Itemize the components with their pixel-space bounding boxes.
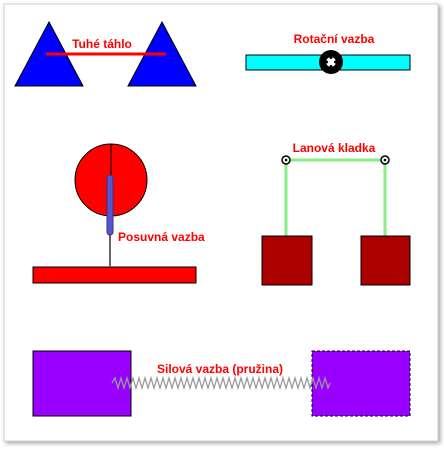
wheel-icon[interactable] — [319, 50, 343, 74]
pulley-left-icon[interactable] — [281, 155, 291, 165]
sliding-joint-label: Posuvná vazba — [118, 230, 205, 244]
sliding-joint-group[interactable] — [32, 143, 197, 284]
right-block[interactable] — [311, 350, 411, 417]
rope[interactable] — [284, 158, 387, 236]
rope-pulley-label: Lanová kladka — [293, 141, 376, 155]
right-weight[interactable] — [360, 235, 411, 286]
spring-coil[interactable] — [111, 375, 331, 391]
rigid-link-label: Tuhé táhlo — [72, 37, 132, 51]
rope-pulley-group[interactable] — [261, 155, 411, 286]
left-block[interactable] — [32, 350, 132, 417]
ground-bar[interactable] — [32, 266, 197, 284]
slider-element[interactable] — [106, 174, 114, 236]
rigid-link-group[interactable] — [14, 20, 197, 87]
force-spring-group[interactable] — [32, 350, 411, 417]
force-spring-label: Silová vazba (pružina) — [157, 362, 283, 376]
rotational-joint-label: Rotační vazba — [294, 32, 375, 46]
pulley-right-icon[interactable] — [380, 155, 390, 165]
left-weight[interactable] — [261, 235, 313, 286]
rotational-joint-group[interactable] — [245, 50, 411, 74]
